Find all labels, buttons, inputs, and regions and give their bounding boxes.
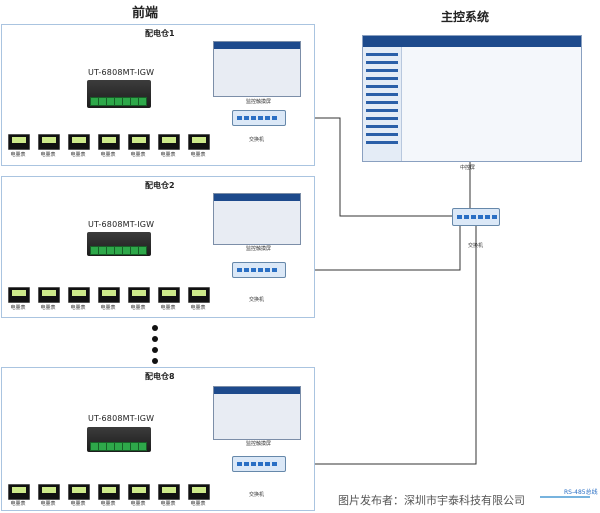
group-1-switch <box>232 110 286 126</box>
line-switch2-main <box>284 222 461 271</box>
main-switch <box>452 208 500 226</box>
meter-label: 电量表 <box>100 501 116 507</box>
main-control-screen <box>362 35 582 162</box>
meter-icon <box>188 287 210 303</box>
group-8-panel-label: 监控触摸屏 <box>246 441 272 447</box>
front-title: 前端 <box>131 6 158 21</box>
group-8-gateway <box>87 427 151 452</box>
meter-label: 电量表 <box>40 152 56 158</box>
meter-icon <box>98 134 120 150</box>
credit-text: 图片发布者：深圳市宇泰科技有限公司 <box>338 494 525 507</box>
group-2-panel <box>213 193 301 245</box>
meter-icon <box>38 287 60 303</box>
group-8-panel <box>213 386 301 440</box>
legend-label: RS-485总线 <box>564 489 598 496</box>
meter-icon <box>8 484 30 500</box>
group-2-switch-label: 交换机 <box>249 297 265 303</box>
meter-icon <box>8 287 30 303</box>
meter-icon <box>98 287 120 303</box>
meter-label: 电量表 <box>190 501 206 507</box>
group-8-switch <box>232 456 286 472</box>
meter-icon <box>68 484 90 500</box>
meter-icon <box>68 134 90 150</box>
meter-label: 电量表 <box>10 501 26 507</box>
group-2-panel-label: 监控触摸屏 <box>246 246 272 252</box>
group-8-switch-label: 交换机 <box>249 492 265 498</box>
meter-icon <box>158 484 180 500</box>
meter-label: 电量表 <box>160 501 176 507</box>
group-1-panel <box>213 41 301 97</box>
group-2-gateway <box>87 232 151 256</box>
ellipsis-dot <box>152 358 158 364</box>
group-8-title: 配电仓8 <box>145 372 175 381</box>
meter-icon <box>158 134 180 150</box>
meter-label: 电量表 <box>160 152 176 158</box>
meter-label: 电量表 <box>100 305 116 311</box>
meter-label: 电量表 <box>70 152 86 158</box>
group-1-panel-label: 监控触摸屏 <box>246 99 272 105</box>
meter-icon <box>8 134 30 150</box>
meter-icon <box>188 134 210 150</box>
group-1-title: 配电仓1 <box>145 29 175 38</box>
meter-label: 电量表 <box>130 305 146 311</box>
meter-icon <box>38 134 60 150</box>
meter-icon <box>38 484 60 500</box>
main-title: 主控系统 <box>440 10 489 24</box>
meter-label: 电量表 <box>130 152 146 158</box>
line-switch8-main <box>284 224 477 465</box>
meter-label: 电量表 <box>10 152 26 158</box>
group-8-gateway-label: UT-6808MT-IGW <box>88 414 155 423</box>
meter-label: 电量表 <box>100 152 116 158</box>
ellipsis-dot <box>152 336 158 342</box>
meter-icon <box>68 287 90 303</box>
meter-icon <box>128 134 150 150</box>
group-2-title: 配电仓2 <box>145 181 175 190</box>
main-switch-label: 交换机 <box>468 243 484 249</box>
meter-label: 电量表 <box>190 152 206 158</box>
meter-label: 电量表 <box>160 305 176 311</box>
meter-icon <box>98 484 120 500</box>
meter-icon <box>128 484 150 500</box>
meter-icon <box>158 287 180 303</box>
meter-label: 电量表 <box>130 501 146 507</box>
ellipsis-dot <box>152 325 158 331</box>
ellipsis-dot <box>152 347 158 353</box>
meter-icon <box>188 484 210 500</box>
meter-icon <box>128 287 150 303</box>
meter-label: 电量表 <box>190 305 206 311</box>
meter-label: 电量表 <box>70 305 86 311</box>
group-2-gateway-label: UT-6808MT-IGW <box>88 220 155 229</box>
group-1-gateway-label: UT-6808MT-IGW <box>88 68 155 77</box>
group-2-switch <box>232 262 286 278</box>
meter-label: 电量表 <box>10 305 26 311</box>
meter-label: 电量表 <box>40 501 56 507</box>
meter-label: 电量表 <box>70 501 86 507</box>
group-1-switch-label: 交换机 <box>249 137 265 143</box>
group-1-gateway <box>87 80 151 108</box>
main-control-label: 中控屏 <box>460 165 476 171</box>
meter-label: 电量表 <box>40 305 56 311</box>
